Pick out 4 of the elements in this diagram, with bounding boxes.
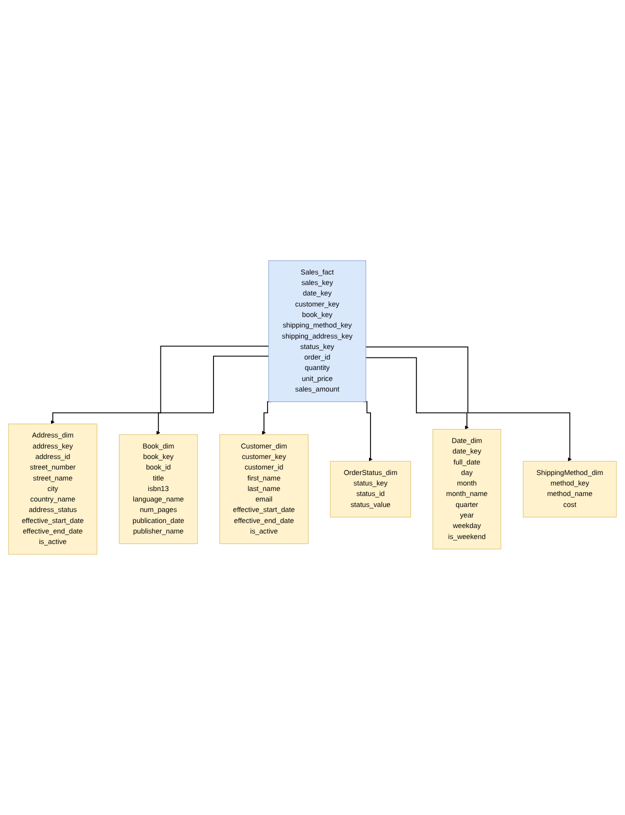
arrow	[156, 356, 270, 435]
arrow	[50, 346, 270, 424]
arrow	[365, 357, 469, 430]
arrow	[365, 346, 572, 462]
